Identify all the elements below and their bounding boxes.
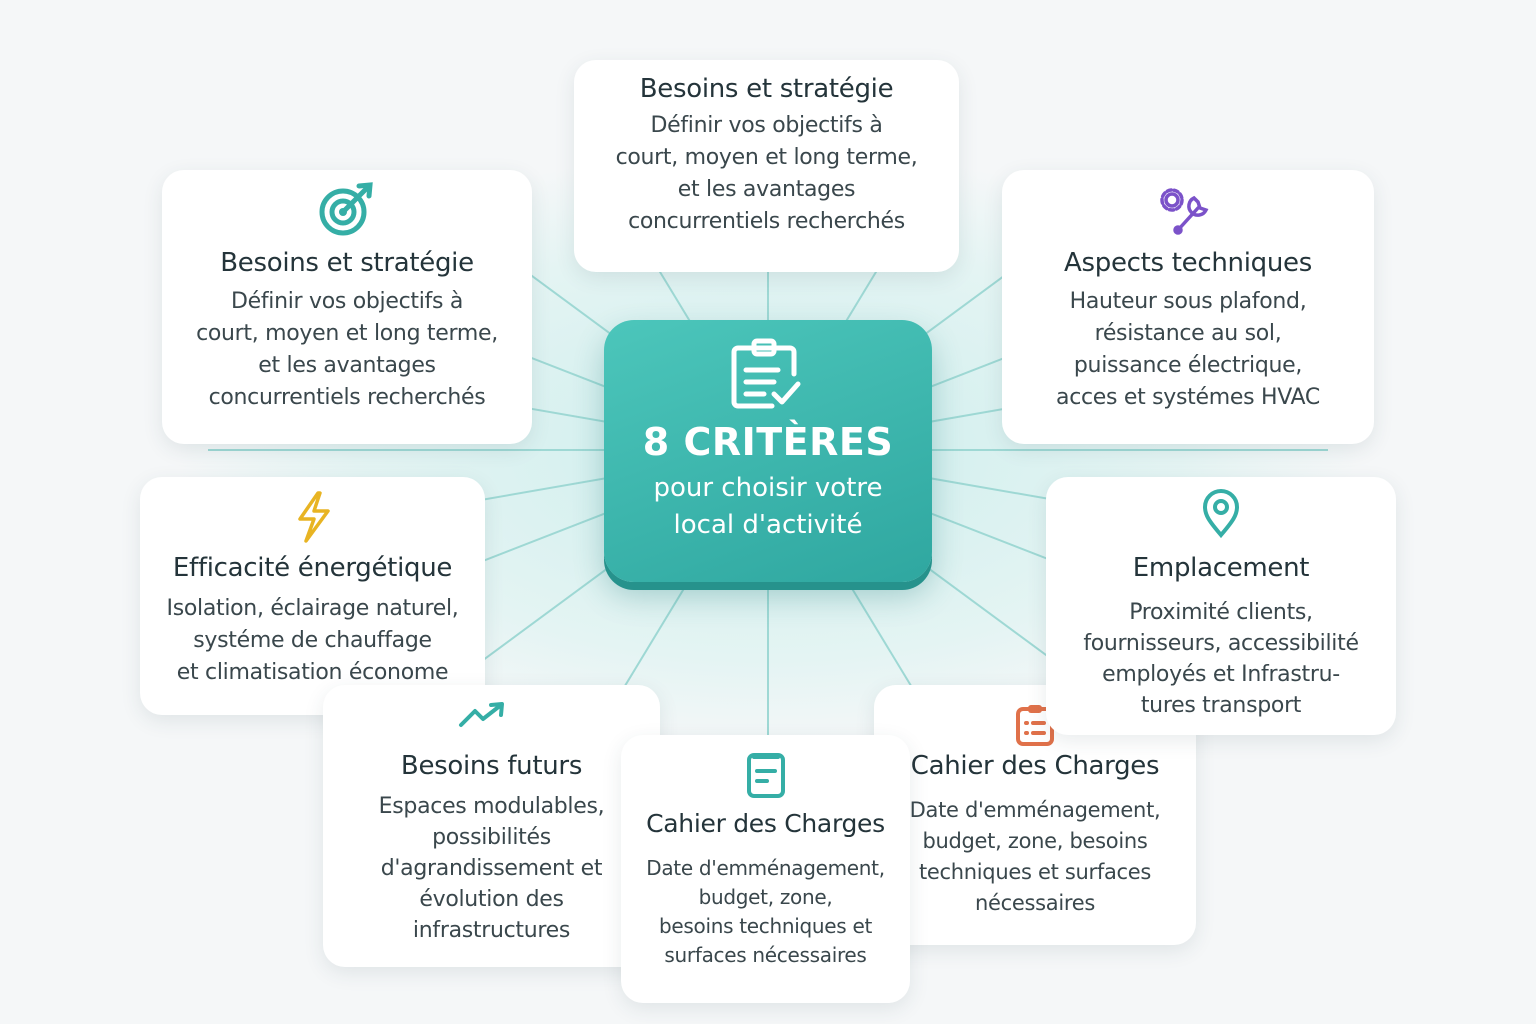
card-top-strategy: Besoins et stratégie Définir vos objecti… [574,60,959,272]
card-future: Besoins futurs Espaces modulables, possi… [323,685,660,967]
center-subtitle: pour choisir votre local d'activité [653,473,883,540]
card-title: Cahier des Charges [910,751,1160,781]
card-text: Date d'emménagement, budget, zone, besoi… [909,798,1161,915]
card-specs-center: Cahier des Charges Date d'emménagement, … [621,735,910,1003]
card-text: Définir vos objectifs à court, moyen et … [615,113,918,234]
card-title: Efficacité énergétique [172,553,453,583]
trending-up-icon [459,702,504,727]
card-text: Espaces modulables, possibilités d'agran… [378,794,605,943]
card-strategy: Besoins et stratégie Définir vos objecti… [162,170,532,444]
clipboard-check-icon [731,338,801,409]
location-pin-icon [1202,489,1240,539]
card-title: Besoins futurs [400,751,583,781]
card-title: Besoins et stratégie [639,74,894,104]
document-icon [746,753,785,798]
card-location: Emplacement Proximité clients, fournisse… [1046,477,1396,735]
card-text: Définir vos objectifs à court, moyen et … [196,289,498,410]
center-title-box: 8 CRITÈRES pour choisir votre local d'ac… [604,320,932,582]
lightning-icon [297,491,330,543]
gear-wrench-icon [1160,188,1209,235]
card-text: Date d'emménagement, budget, zone, besoi… [646,856,885,967]
card-energy: Efficacité énergétique Isolation, éclair… [140,477,485,715]
target-icon [319,182,373,236]
card-text: Isolation, éclairage naturel, systéme de… [166,596,459,685]
card-text: Hauteur sous plafond, résistance au sol,… [1056,289,1320,410]
card-title: Aspects techniques [1064,248,1312,278]
center-title: 8 CRITÈRES [642,420,894,464]
card-text: Proximité clients, fournisseurs, accessi… [1083,600,1359,718]
card-title: Besoins et stratégie [220,248,474,278]
card-title: Emplacement [1132,553,1310,583]
card-title: Cahier des Charges [646,809,885,838]
card-technical: Aspects techniques Hauteur sous plafond,… [1002,170,1374,444]
